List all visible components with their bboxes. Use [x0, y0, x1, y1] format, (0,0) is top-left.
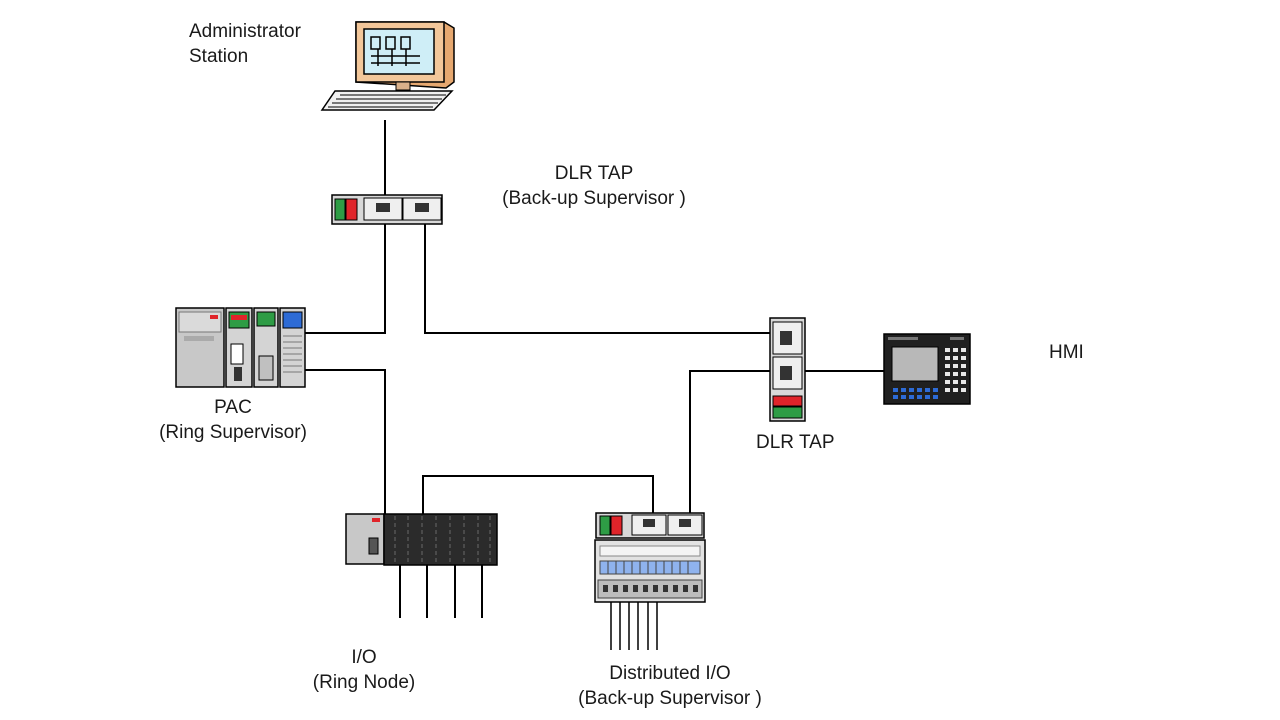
io-field-wires [399, 565, 483, 618]
link-io-to-distributed-io [422, 475, 654, 515]
distributed-io-icon [594, 512, 706, 603]
dlr-tap-top-icon [331, 194, 443, 225]
administrator-station-label: Administrator Station [189, 21, 301, 67]
dlr-tap-top-label: DLR TAP (Back-up Supervisor ) [502, 163, 686, 209]
distributed-io-field-wires [610, 600, 658, 650]
hmi-icon [883, 333, 971, 405]
link-tap-to-pac [305, 224, 386, 334]
pac-icon [175, 307, 306, 388]
pac-label: PAC (Ring Supervisor) [159, 397, 307, 443]
io-ring-node-icon [345, 513, 498, 566]
link-pac-to-io [305, 369, 386, 515]
dlr-tap-right-icon [769, 317, 806, 422]
distributed-io-label: Distributed I/O (Back-up Supervisor ) [578, 663, 762, 709]
link-tap-to-right-tap [424, 224, 770, 334]
administrator-station-icon [320, 21, 455, 111]
connection-lines [305, 120, 885, 650]
hmi-label: HMI [1049, 342, 1084, 363]
io-ring-node-label: I/O (Ring Node) [312, 647, 416, 693]
dlr-tap-right-label: DLR TAP [756, 432, 835, 453]
link-distributed-io-to-right-tap [689, 370, 770, 515]
